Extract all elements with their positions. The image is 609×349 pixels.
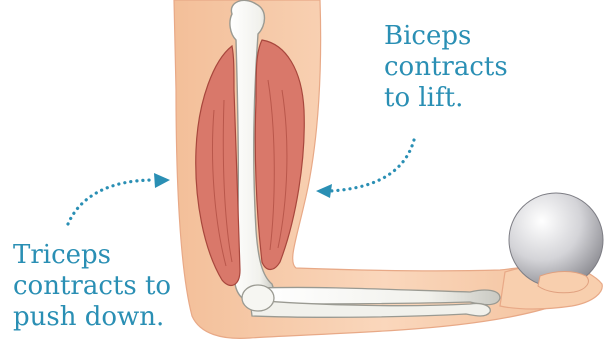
- biceps-arrow: [330, 140, 414, 191]
- triceps-label-line: push down.: [13, 302, 171, 333]
- triceps-label-line: Triceps: [13, 240, 171, 271]
- elbow-joint: [242, 285, 274, 311]
- triceps-label: Triceps contracts to push down.: [13, 240, 171, 333]
- triceps-arrow: [68, 180, 154, 224]
- fingers: [538, 272, 588, 293]
- biceps-label-line: Biceps: [384, 21, 508, 52]
- biceps-label: Biceps contracts to lift.: [384, 21, 508, 114]
- biceps-label-line: contracts: [384, 52, 508, 83]
- biceps-arrowhead: [316, 184, 332, 198]
- triceps-label-line: contracts to: [13, 271, 171, 302]
- triceps-arrowhead: [154, 173, 170, 188]
- biceps-label-line: to lift.: [384, 83, 508, 114]
